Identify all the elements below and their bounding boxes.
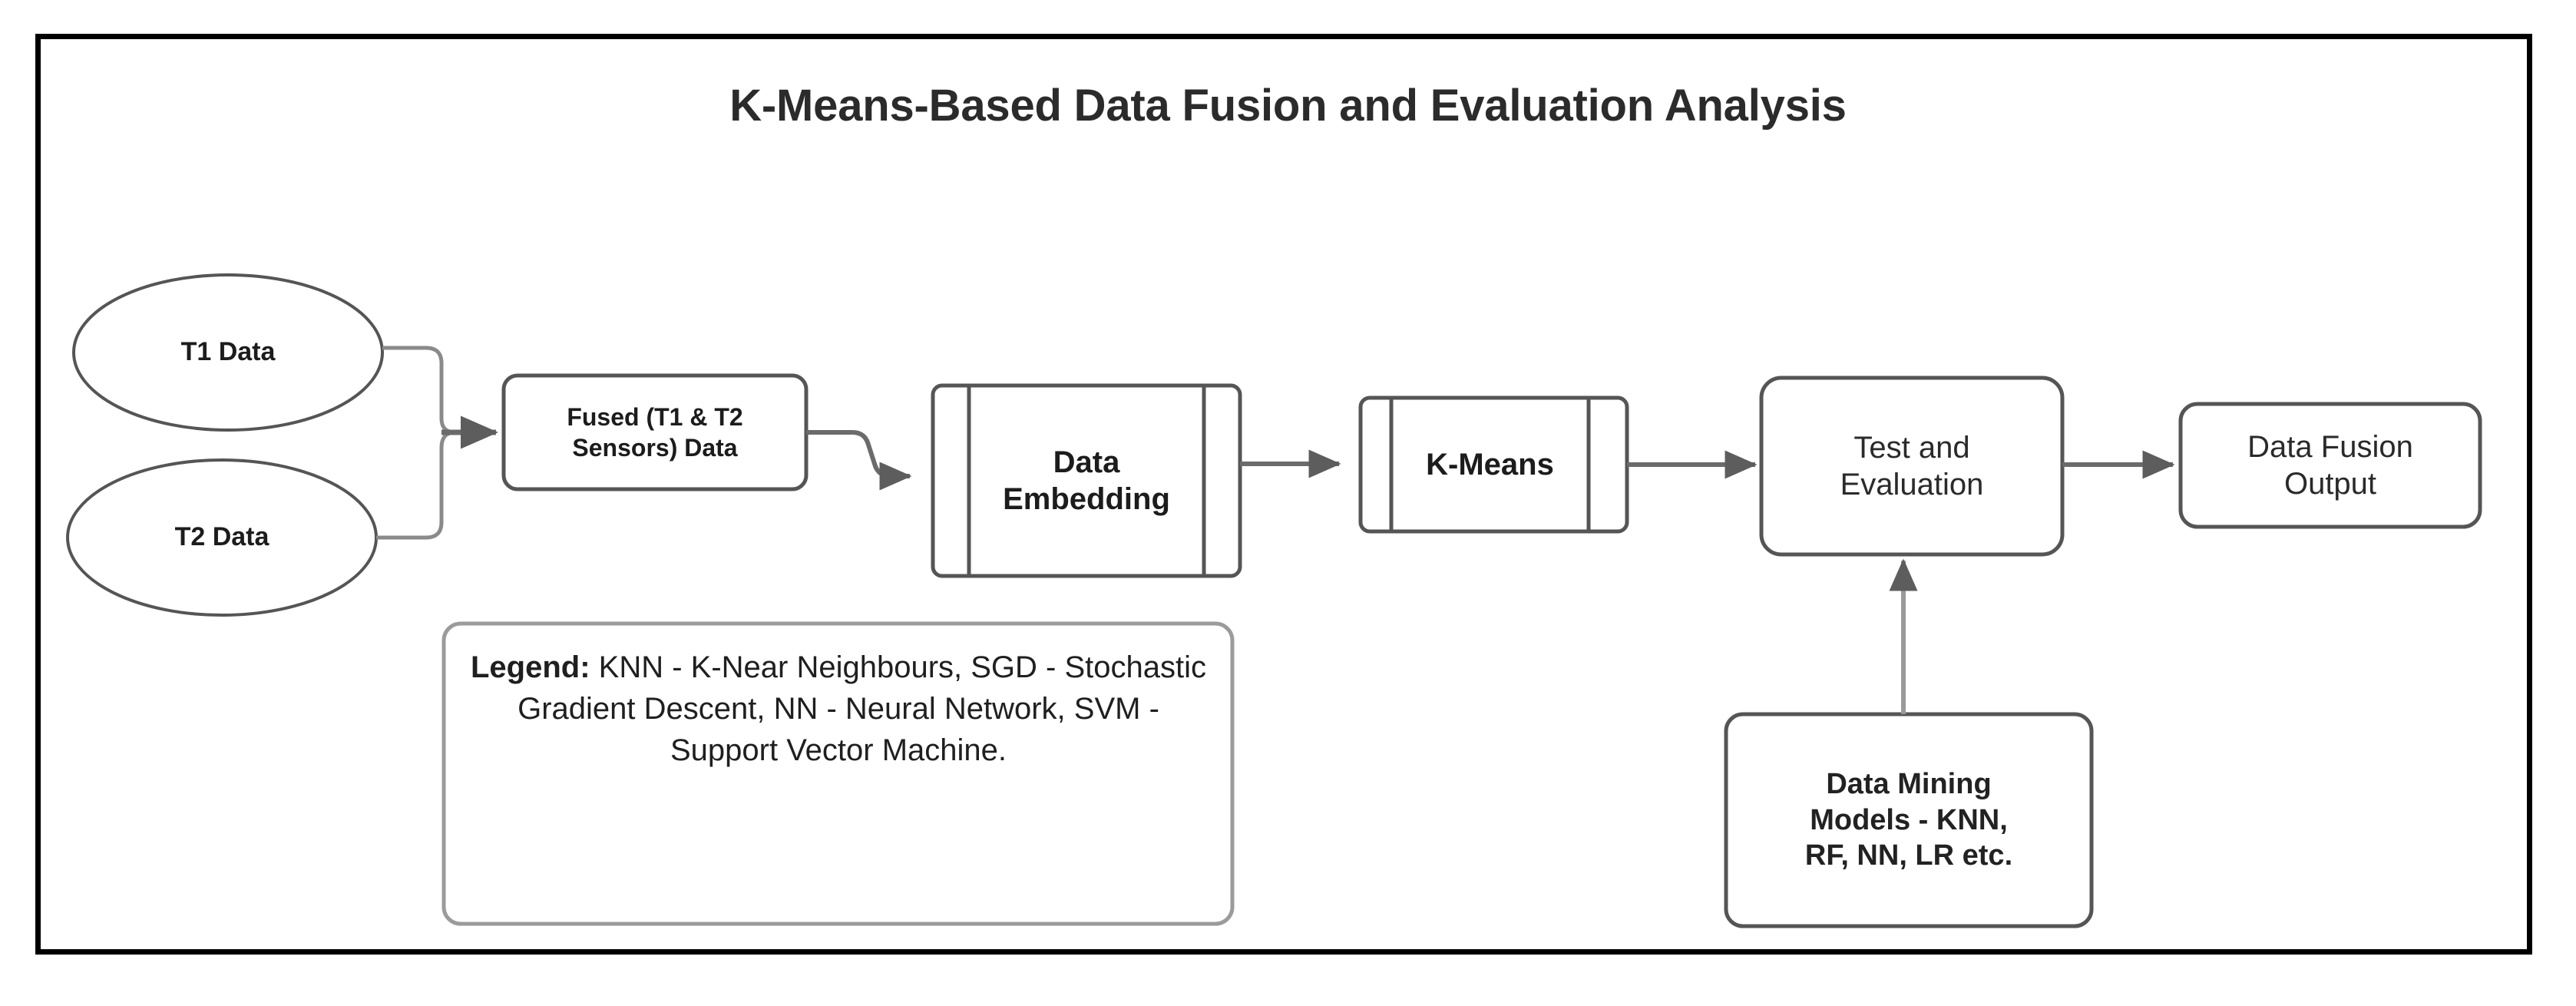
node-data-mining-models-label: Data Mining Models - KNN, RF, NN, LR etc… bbox=[1726, 714, 2092, 926]
node-data-mining-models-label-line1: Data Mining bbox=[1826, 768, 1992, 801]
node-k-means-label: K-Means bbox=[1426, 448, 1554, 481]
node-test-evaluation-label-line1: Test and bbox=[1853, 431, 1970, 465]
diagram-outer-frame bbox=[35, 34, 2532, 955]
legend-heading: Legend: bbox=[470, 650, 590, 684]
node-test-evaluation-label: Test and Evaluation bbox=[1761, 378, 2062, 554]
node-data-mining-models-label-line2: Models - KNN, bbox=[1810, 803, 2008, 836]
node-data-mining-models-label-line3: RF, NN, LR etc. bbox=[1804, 839, 2013, 872]
node-fused-data-label-line2: Sensors) Data bbox=[572, 434, 738, 462]
node-data-embedding-label: Data Embedding bbox=[969, 386, 1204, 576]
node-data-embedding-label-line2: Embedding bbox=[1003, 482, 1170, 516]
legend-paragraph: Legend: KNN - K-Near Neighbours, SGD - S… bbox=[468, 647, 1209, 771]
node-t2-data-label: T2 Data bbox=[174, 522, 270, 552]
node-t1-data-label: T1 Data bbox=[180, 337, 276, 367]
node-data-fusion-output-label-line2: Output bbox=[2283, 467, 2377, 501]
node-fused-data-label: Fused (T1 & T2 Sensors) Data bbox=[504, 376, 806, 489]
node-data-fusion-output-label-line1: Data Fusion bbox=[2247, 430, 2413, 464]
node-data-embedding-label-line1: Data bbox=[1053, 445, 1120, 479]
node-fused-data-label-line1: Fused (T1 & T2 bbox=[567, 403, 743, 431]
legend-body: KNN - K-Near Neighbours, SGD - Stochasti… bbox=[518, 650, 1207, 767]
node-test-evaluation-label-line2: Evaluation bbox=[1840, 468, 1984, 501]
legend-text: Legend: KNN - K-Near Neighbours, SGD - S… bbox=[455, 637, 1222, 918]
node-data-fusion-output-label: Data Fusion Output bbox=[2181, 404, 2480, 527]
diagram-title: K-Means-Based Data Fusion and Evaluation… bbox=[729, 81, 1847, 131]
